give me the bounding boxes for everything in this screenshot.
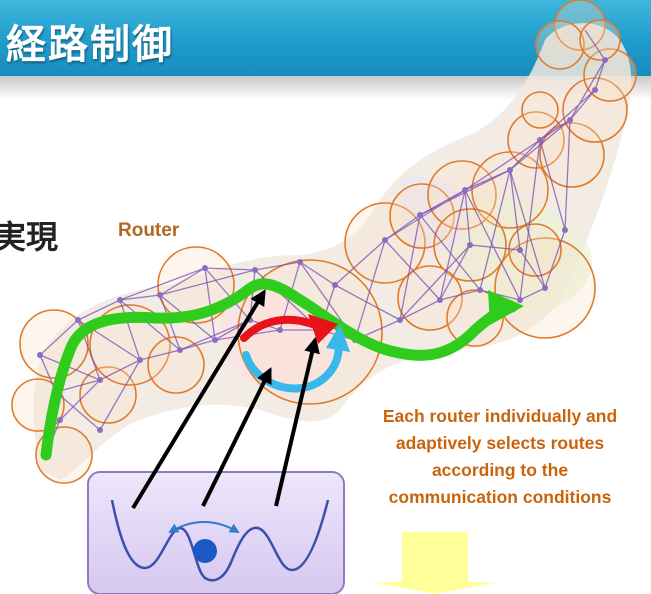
caption-line: adaptively selects routes [395, 433, 605, 453]
caption-line: communication conditions [388, 487, 612, 507]
ball-icon [193, 539, 217, 563]
caption-line: according to the [431, 460, 569, 480]
router-label: Router [118, 220, 180, 241]
red-route-arrowhead [308, 314, 338, 344]
title-bar: 経路制御 [0, 0, 651, 76]
up-right-arrow-icon [131, 289, 320, 510]
caption-line: Each router individually and [382, 406, 618, 426]
green-route [40, 278, 518, 461]
green-route-arrowhead [488, 290, 524, 325]
page-title: 経路制御 [6, 22, 174, 68]
potential-landscape-box [87, 471, 345, 594]
down-arrow-icon [372, 532, 498, 594]
potential-curve [110, 499, 330, 582]
red-route [240, 315, 322, 342]
caption: Each router individually and adaptively … [335, 403, 651, 511]
partial-text: 実現 [0, 218, 59, 256]
blue-route-arrowhead [326, 324, 350, 352]
double-headed-arrow-icon [168, 521, 240, 534]
